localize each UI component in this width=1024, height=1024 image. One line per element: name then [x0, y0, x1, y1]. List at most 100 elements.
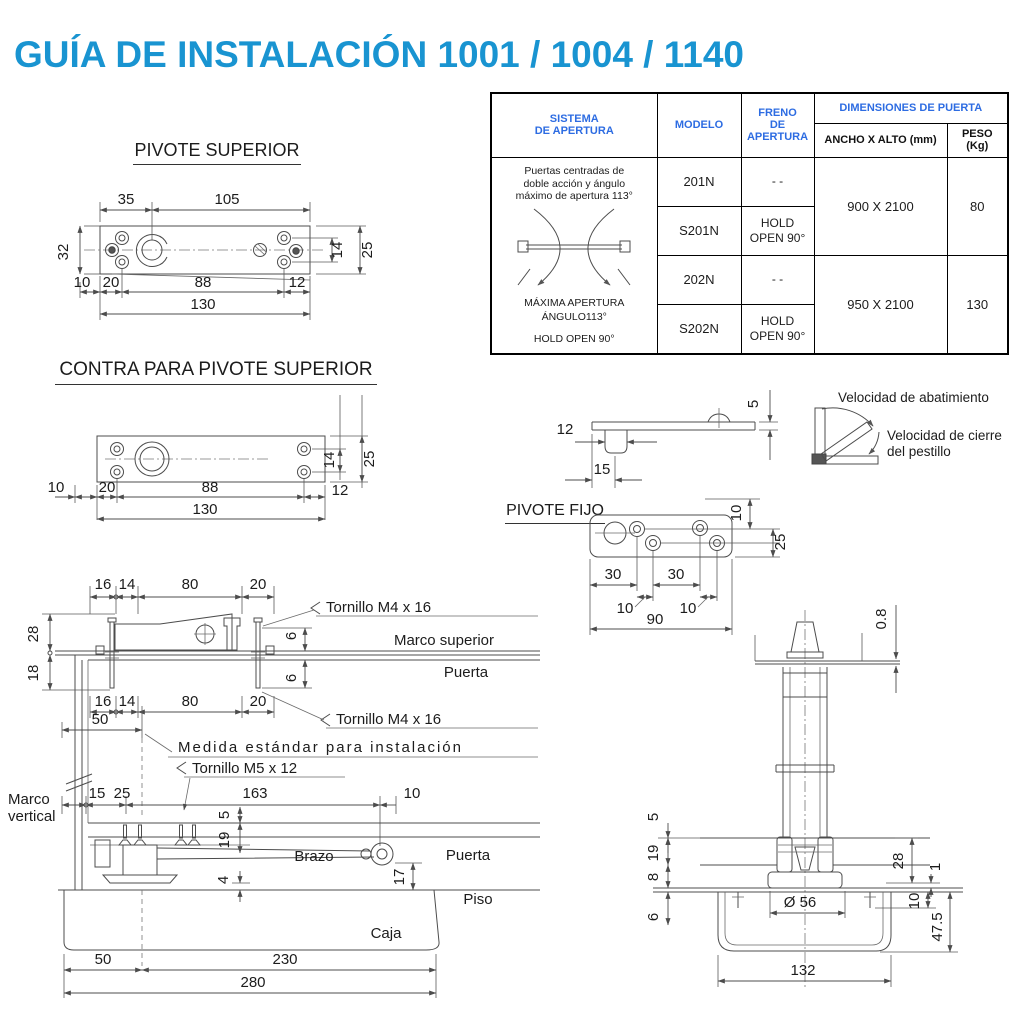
dim-0.8: 0.8: [873, 609, 890, 630]
velocidad-cierre-label: Velocidad de cierre: [887, 428, 1002, 443]
contra-profile-drawing: 12 15 5: [557, 390, 778, 488]
dim-12: 12: [332, 482, 349, 499]
dim-20: 20: [103, 274, 120, 291]
frame-lines: [55, 650, 540, 890]
dim-10: 10: [617, 600, 634, 617]
marco-vertical-label2: vertical: [8, 808, 56, 825]
dim-10: 10: [680, 600, 697, 617]
dim-6: 6: [645, 913, 662, 921]
col-peso: PESO (Kg): [946, 122, 1009, 158]
dim-5: 5: [645, 813, 662, 821]
dim-18: 18: [25, 665, 42, 682]
dim-32: 32: [55, 244, 72, 261]
dim-08: 0.8: [873, 605, 899, 693]
plate-outline: [96, 435, 326, 483]
dim-30: 30: [668, 566, 685, 583]
col-sistema: SISTEMA DE APERTURA: [490, 92, 658, 158]
dim-130: 130: [190, 296, 215, 313]
modelo-S202N: S202N: [656, 303, 742, 355]
spec-table: SISTEMA DE APERTURA MODELO FRENO DE APER…: [490, 92, 1009, 355]
col-freno: FRENO DE APERTURA: [740, 92, 815, 158]
tornillo-m5-callout: Tornillo M5 x 12: [176, 760, 345, 811]
dim-30: 30: [605, 566, 622, 583]
dimensions: 12 15 5: [557, 390, 778, 488]
velocity-legend: Velocidad de abatimiento Velocidad de ci…: [811, 390, 1002, 465]
dim-6: 6: [283, 632, 300, 640]
plate-holes: [105, 231, 303, 269]
plate-holes: [110, 441, 311, 479]
dim-80: 80: [182, 576, 199, 593]
dim-10: 10: [48, 479, 65, 496]
horizontal-dimensions-floor: 15 25 163 10: [61, 785, 421, 846]
dim-14: 14: [119, 576, 136, 593]
marco-superior-label: Marco superior: [394, 632, 494, 649]
tornillo-m4-bottom-callout: Tornillo M4 x 16: [261, 691, 538, 729]
dim-80: 80: [182, 693, 199, 710]
brazo-label: Brazo: [294, 848, 333, 865]
dim-20: 20: [250, 576, 267, 593]
closing-speed-icon: [811, 407, 880, 465]
modelo-202N: 202N: [656, 254, 742, 305]
col-freno-line1: FRENO: [758, 107, 797, 120]
dim-25: 25: [772, 534, 789, 551]
dim-10: 10: [404, 785, 421, 802]
floor-pivot-section: 0.8 5 19 8: [645, 605, 963, 990]
page-title: GUÍA DE INSTALACIÓN 1001 / 1004 / 1140: [14, 34, 745, 75]
peso-80: 80: [946, 156, 1009, 256]
col-sistema-line2: DE APERTURA: [534, 125, 614, 138]
puerta-label: Puerta: [444, 664, 489, 681]
profile-bar: [591, 408, 756, 454]
dim-25: 25: [359, 242, 376, 259]
col-modelo: MODELO: [656, 92, 742, 158]
table-row: S202N HOLD OPEN 90°: [491, 303, 1008, 355]
modelo-201N: 201N: [656, 156, 742, 207]
sistema-note: HOLD OPEN 90°: [533, 332, 615, 345]
door-swing-diagram: [517, 208, 631, 286]
tornillo-m4-label: Tornillo M4 x 16: [336, 711, 441, 728]
dimensions: 14 25 10 20 88 12 130: [48, 395, 378, 522]
dim-12: 12: [289, 274, 306, 291]
pivote-fijo-drawing: 10 25 30 30 10 10 90: [589, 498, 789, 635]
dim-19: 19: [216, 832, 233, 849]
cement-case: [717, 892, 892, 952]
dim-28: 28: [890, 853, 907, 870]
sistema-desc: máximo de apertura 113°: [515, 190, 633, 203]
freno-S202N: HOLD OPEN 90°: [740, 303, 815, 355]
freno-S201N: HOLD OPEN 90°: [740, 205, 815, 256]
right-dimensions: 6 6: [262, 627, 312, 689]
plate-outline: [84, 225, 326, 281]
table-row: Puertas centradas de doble acción y ángu…: [490, 156, 1009, 355]
puerta-label2: Puerta: [446, 847, 491, 864]
dim-8: 8: [645, 873, 662, 881]
sistema-note: ÁNGULO113°: [541, 311, 607, 324]
dim-15: 15: [594, 461, 611, 478]
dim-28: 28: [25, 626, 42, 643]
col-dimensiones: DIMENSIONES DE PUERTA: [813, 92, 1009, 124]
sistema-desc: doble acción y ángulo: [523, 177, 626, 190]
dim-16: 16: [95, 576, 112, 593]
dim-14: 14: [329, 242, 346, 259]
table-row: S201N HOLD OPEN 90°: [491, 205, 1008, 256]
tornillo-m4-top-callout: Tornillo M4 x 16: [262, 599, 538, 627]
pivote-superior-title: PIVOTE SUPERIOR: [133, 140, 301, 165]
dim-10: 10: [74, 274, 91, 291]
dim-88: 88: [195, 274, 212, 291]
spindle: [754, 621, 900, 838]
pivot-mechanism: [95, 613, 275, 689]
sistema-desc: Puertas centradas de: [524, 165, 625, 178]
dim-132: 132: [790, 962, 815, 979]
dim-19: 19: [645, 845, 662, 862]
dim-10: 10: [906, 893, 923, 910]
tornillo-m4-label: Tornillo M4 x 16: [326, 599, 431, 616]
dim-12: 12: [557, 421, 574, 438]
dim-163: 163: [242, 785, 267, 802]
dim-280: 280: [240, 974, 265, 991]
dim-14: 14: [119, 693, 136, 710]
marco-vertical-label: Marco: [8, 791, 50, 808]
col-freno-line2: DE: [769, 119, 786, 132]
plate-outline: [589, 514, 733, 558]
dim-17: 17: [391, 869, 408, 886]
dimensions: 35 105 32 14 25 10 20 88 12 130: [55, 191, 376, 320]
col-ancho-alto: ANCHO X ALTO (mm): [813, 122, 948, 158]
